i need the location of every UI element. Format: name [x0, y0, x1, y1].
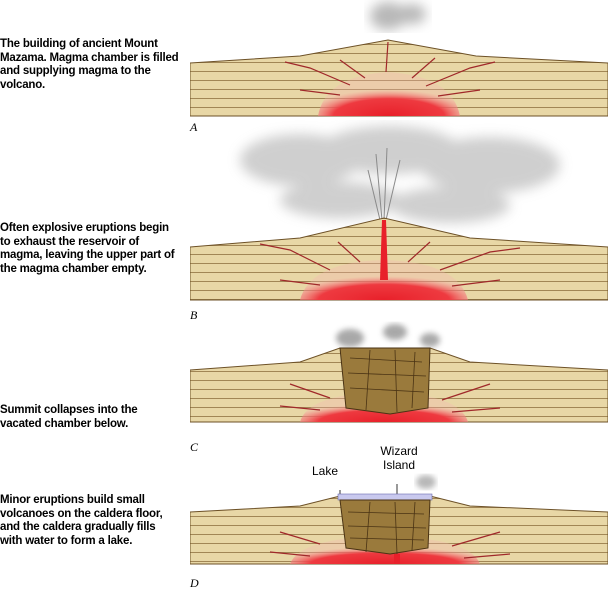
volcano-diagram-b [190, 126, 608, 301]
caption-b: Often explosive eruptions begin to exhau… [0, 222, 175, 275]
panel-label-b: B [190, 308, 198, 322]
panel-label-c: C [190, 440, 199, 454]
ash-cloud-b [240, 126, 560, 223]
magma-dikes-c [279, 383, 501, 413]
eruption-smoke-a [370, 2, 426, 30]
block-fractures-d [347, 501, 427, 555]
volcano-diagram-a [190, 2, 608, 117]
collapsed-blocks-c [339, 347, 431, 415]
magma-dikes-b [259, 241, 521, 287]
block-fractures-c [347, 349, 427, 413]
eruption-smoke-c [336, 324, 440, 347]
magma-chamber-a [318, 72, 460, 116]
volcano-diagram-c [190, 324, 608, 423]
wizard-island-label: Wizard Island [380, 444, 418, 472]
magma-dikes-d [269, 531, 511, 559]
panel-label-d: D [190, 576, 199, 590]
lake-label: Lake [312, 464, 339, 478]
volcano-diagram-d [190, 475, 608, 565]
vent-conduit-b [380, 220, 388, 280]
magma-dikes-a [284, 41, 496, 97]
crater-lake [337, 493, 433, 501]
wizard-island-conduit [394, 554, 400, 564]
eruption-smoke-d [416, 475, 436, 489]
caption-d: Minor eruptions build small volcanoes on… [0, 494, 163, 547]
volcano-cone-b [190, 217, 608, 301]
panel-label-a: A [190, 120, 198, 134]
caption-c: Summit collapses into the vacated chambe… [0, 404, 138, 430]
eruption-column-b [367, 147, 401, 221]
caption-a: The building of ancient Mount Mazama. Ma… [0, 38, 179, 91]
